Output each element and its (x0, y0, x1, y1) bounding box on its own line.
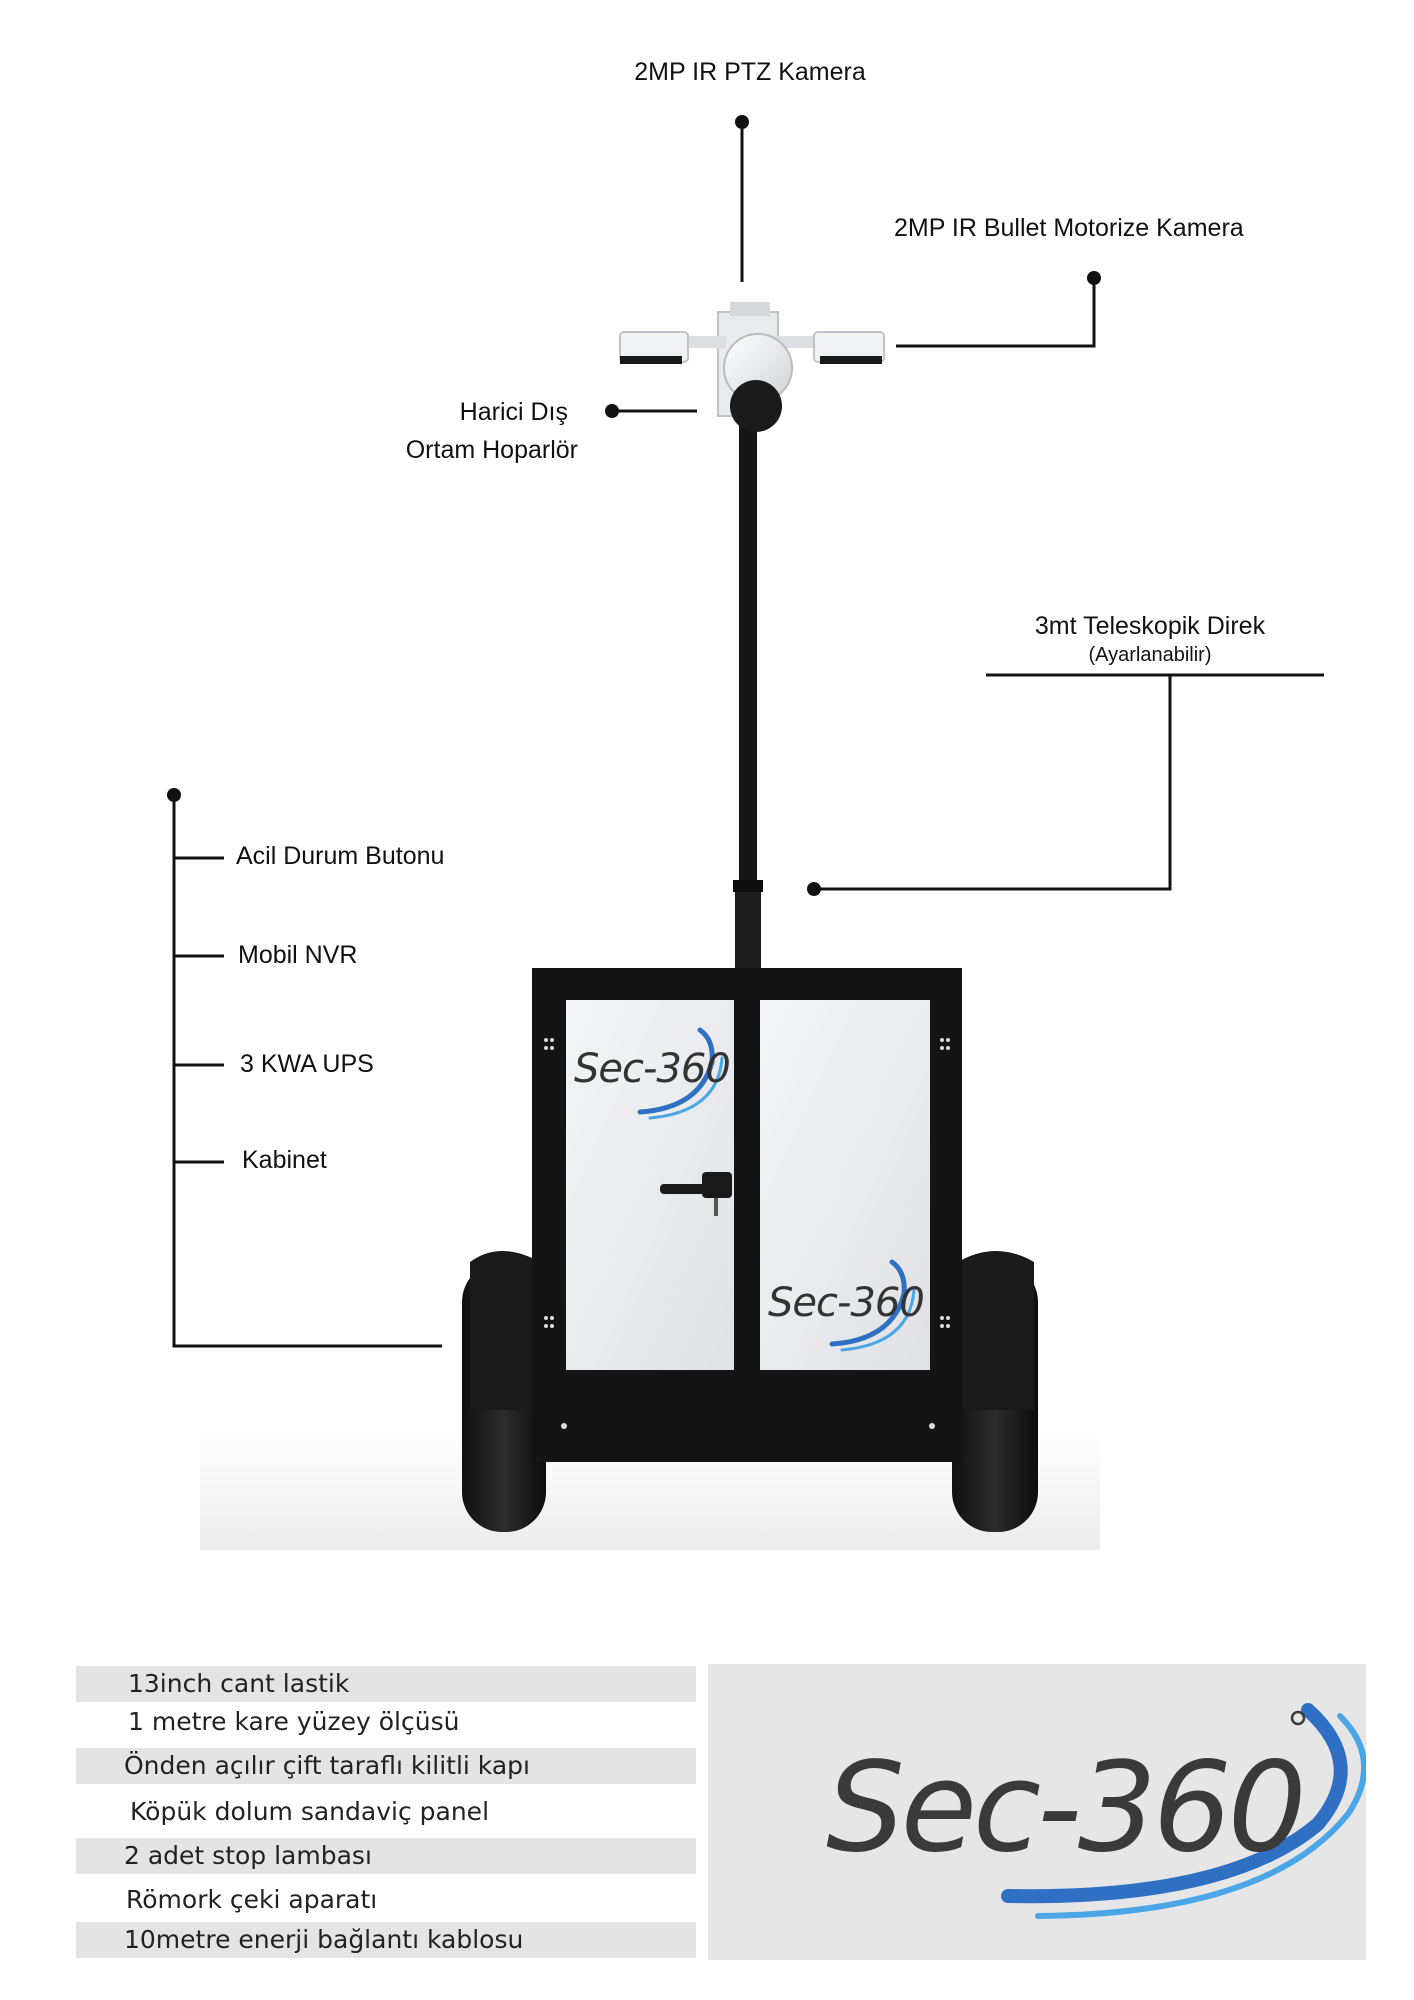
callout-dots (167, 115, 1101, 896)
wheels (462, 1251, 1038, 1532)
door-logo-text-lower: Sec-360 (768, 1280, 925, 1326)
door-logo-swoosh-bottom (829, 1259, 916, 1352)
callout-bullet-camera: 2MP IR Bullet Motorize Kamera (894, 214, 1244, 242)
door-logo-top: Sec-360 (574, 1046, 731, 1092)
callout-mobile-nvr: Mobil NVR (238, 941, 358, 969)
spec-row: Römork çeki aparatı (76, 1882, 696, 1918)
callout-lines (172, 122, 1324, 1348)
spec-row: 2 adet stop lambası (76, 1838, 696, 1874)
door-logo-swoosh-top (637, 1027, 724, 1120)
door-logo-bottom: Sec-360 (768, 1280, 925, 1326)
callout-cabinet: Kabinet (242, 1146, 327, 1174)
brand-logo-swoosh (1001, 1703, 1366, 1919)
callout-emergency-button: Acil Durum Butonu (236, 842, 445, 870)
spec-row: 13inch cant lastik (76, 1666, 696, 1702)
spec-text: 13inch cant lastik (128, 1669, 350, 1698)
spec-text: Önden açılır çift taraflı kilitli kapı (124, 1751, 530, 1780)
spec-text: 10metre enerji bağlantı kablosu (124, 1925, 524, 1954)
telescopic-mast-upper (739, 400, 757, 880)
spec-text: Köpük dolum sandaviç panel (130, 1797, 490, 1826)
spec-row: 10metre enerji bağlantı kablosu (76, 1922, 696, 1958)
cabinet-door-right (760, 1000, 930, 1370)
door-handle-icon (660, 1172, 732, 1216)
spec-row: Köpük dolum sandaviç panel (76, 1794, 696, 1830)
callout-speaker-line1: Harici Dış (459, 398, 568, 426)
spec-text: 1 metre kare yüzey ölçüsü (128, 1707, 460, 1736)
door-logo-text: Sec-360 (574, 1046, 731, 1092)
camera-head (619, 302, 885, 432)
callout-mast-title: 3mt Teleskopik Direk (1034, 612, 1266, 640)
spec-text: Römork çeki aparatı (126, 1885, 378, 1914)
product-illustration (167, 115, 1324, 1550)
callout-speaker-line2: Ortam Hoparlör (405, 436, 578, 464)
brand-logo-panel: Sec-360 (708, 1664, 1366, 1960)
telescopic-mast-lower (735, 880, 761, 970)
hinge-dots (544, 1038, 950, 1429)
spec-row: Önden açılır çift taraflı kilitli kapı (76, 1748, 696, 1784)
spec-text: 2 adet stop lambası (124, 1841, 372, 1870)
brand-logo-text: Sec-360 (826, 1736, 1307, 1880)
callout-mast-subtitle: (Ayarlanabilir) (1088, 644, 1212, 666)
callout-ups: 3 KWA UPS (240, 1050, 374, 1078)
callout-ptz-camera: 2MP IR PTZ Kamera (634, 58, 866, 86)
spec-row: 1 metre kare yüzey ölçüsü (76, 1704, 696, 1740)
